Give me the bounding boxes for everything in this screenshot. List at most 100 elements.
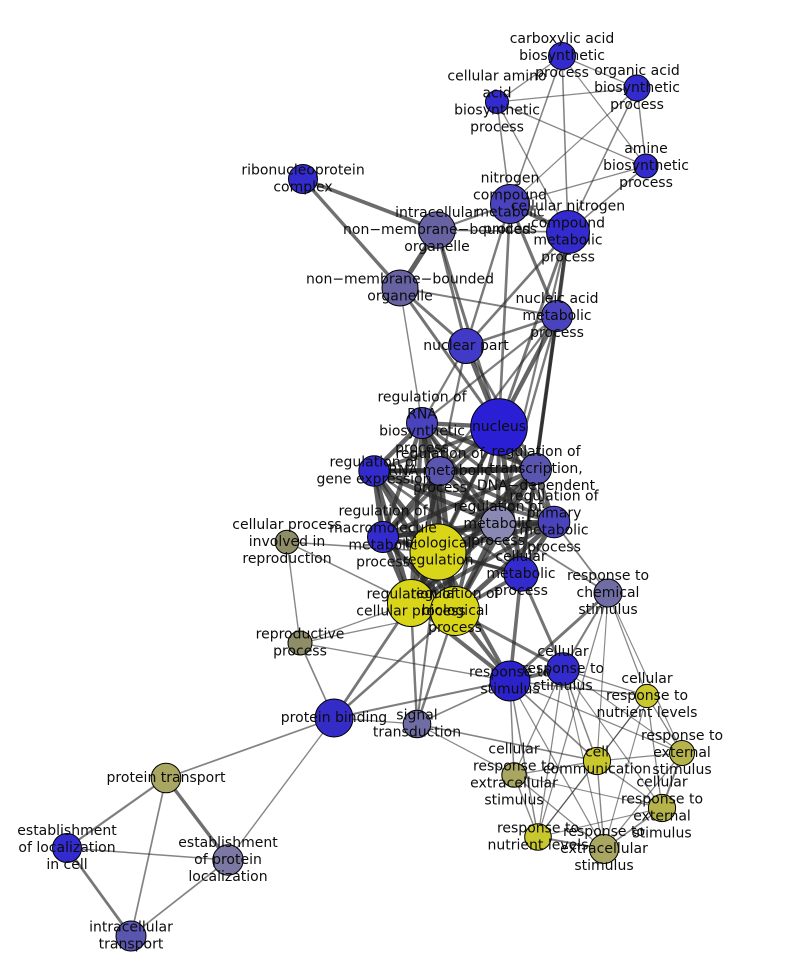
edge-pt-elic	[66, 777, 167, 849]
edge-amba-ncmp	[509, 165, 647, 205]
node-namp[interactable]	[541, 300, 573, 332]
edge-oaba-aaba	[496, 87, 638, 103]
node-npart[interactable]	[448, 328, 484, 364]
node-amba[interactable]	[633, 153, 659, 179]
node-res[interactable]	[669, 740, 695, 766]
node-bioreg[interactable]	[409, 523, 467, 581]
edge-res-cc	[596, 752, 683, 762]
edge-cpir-repro	[286, 541, 301, 644]
node-pb[interactable]	[314, 698, 354, 738]
node-rrbp[interactable]	[406, 407, 438, 439]
node-rcs[interactable]	[593, 578, 623, 608]
node-rmp[interactable]	[480, 506, 516, 542]
edge-namp-rrmp	[439, 315, 558, 472]
node-cres[interactable]	[501, 762, 527, 788]
edge-elic-epl	[66, 847, 229, 861]
edge-caba-cncm	[561, 55, 569, 233]
node-st[interactable]	[402, 709, 432, 739]
node-rs[interactable]	[489, 660, 531, 702]
edge-rnp-inmbo	[302, 177, 438, 232]
edge-crnl-rexs	[603, 695, 648, 850]
edge-cres-crexs	[513, 774, 663, 809]
edge-crexs-rnl	[537, 807, 663, 838]
node-ncmp[interactable]	[490, 184, 530, 224]
edge-nmbo-rrbp	[399, 287, 423, 424]
node-rexs[interactable]	[589, 834, 619, 864]
node-caba[interactable]	[548, 42, 576, 70]
node-cmp[interactable]	[503, 556, 539, 592]
edge-rs-crnl	[509, 680, 648, 697]
edge-rge-cmp	[373, 469, 522, 576]
edge-nucleus-rbp	[453, 426, 501, 612]
node-label-nucleus: nucleus	[472, 419, 526, 435]
edge-caba-amba	[561, 55, 647, 167]
node-rrmp[interactable]	[425, 456, 455, 486]
node-cc[interactable]	[582, 746, 612, 776]
node-inmbo[interactable]	[418, 211, 456, 249]
node-cpir[interactable]	[274, 529, 300, 555]
node-crnl[interactable]	[634, 683, 660, 709]
node-rmmp[interactable]	[367, 521, 399, 553]
edge-rs-pb	[333, 679, 511, 720]
node-rbp[interactable]	[430, 586, 480, 636]
nodes-layer	[52, 42, 695, 952]
edge-crs-crexs	[562, 668, 663, 809]
edge-aaba-cncm	[496, 101, 569, 233]
edge-crs-cres	[513, 668, 564, 776]
node-crs[interactable]	[546, 652, 580, 686]
node-aaba[interactable]	[485, 90, 509, 114]
node-rnp[interactable]	[288, 164, 318, 194]
node-label-pt: protein transport	[107, 770, 226, 786]
edge-elic-it	[65, 847, 133, 937]
node-repro[interactable]	[287, 630, 313, 656]
edge-st-cc	[416, 723, 598, 762]
node-pt[interactable]	[150, 762, 182, 794]
edge-rmp-rcs	[497, 523, 609, 594]
edge-pt-epl	[164, 776, 230, 862]
node-elic[interactable]	[52, 833, 82, 863]
edge-rs-rnl	[509, 680, 539, 838]
node-rnl[interactable]	[524, 823, 552, 851]
edge-rcs-crnl	[607, 592, 648, 697]
edge-aaba-amba	[496, 101, 647, 167]
node-rtdd[interactable]	[520, 453, 552, 485]
node-crexs[interactable]	[647, 793, 677, 823]
node-nmbo[interactable]	[381, 269, 419, 307]
node-rge[interactable]	[358, 455, 390, 487]
node-cncm[interactable]	[546, 210, 590, 254]
node-nucleus[interactable]	[470, 398, 528, 456]
edge-rrbp-rcp	[408, 422, 425, 604]
edge-rcs-rs	[509, 591, 609, 683]
node-epl[interactable]	[212, 844, 244, 876]
edge-rs-rexs	[509, 680, 605, 850]
node-it[interactable]	[115, 920, 147, 952]
node-oaba[interactable]	[623, 74, 651, 102]
node-rpmp[interactable]	[537, 505, 571, 539]
edge-ncmp-npart	[464, 203, 512, 347]
edge-crs-rnl	[537, 668, 564, 838]
edge-pb-epl	[227, 717, 335, 861]
